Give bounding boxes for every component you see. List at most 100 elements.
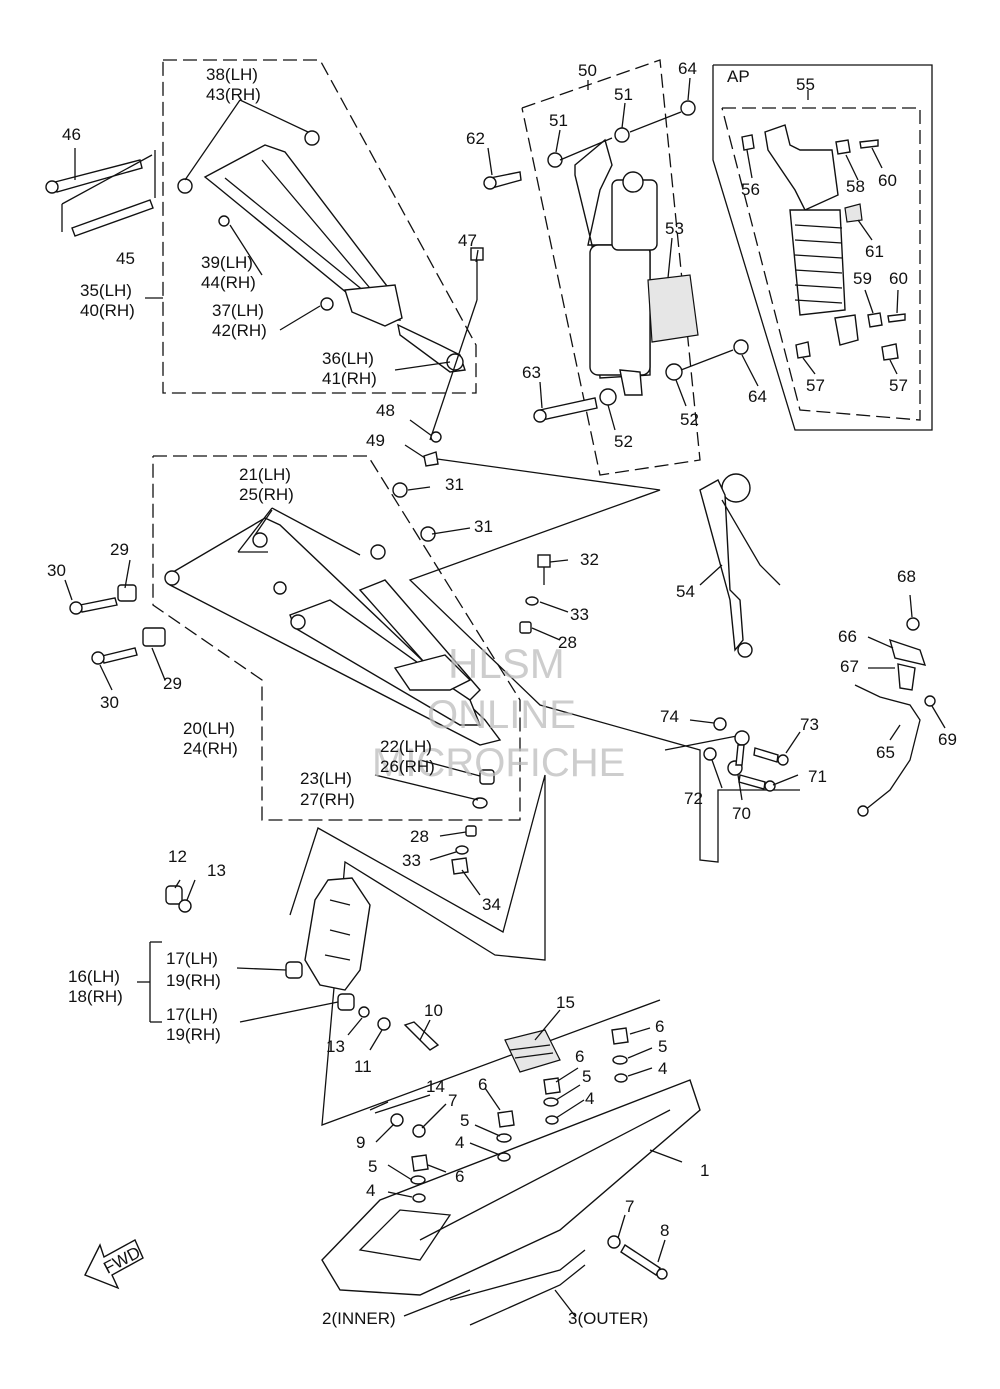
shock-absorber	[483, 100, 749, 423]
watermark-line-3: MICROFICHE	[372, 741, 625, 785]
callout-4: 4	[658, 1059, 667, 1078]
callout-5: 5	[368, 1157, 377, 1176]
callout-33: 33	[402, 851, 421, 870]
callout-51: 51	[549, 111, 568, 130]
callout-28: 28	[410, 827, 429, 846]
callout-11: 11	[354, 1057, 372, 1076]
tie-rod-bolt	[423, 247, 484, 467]
callout-43: 43(RH)	[206, 85, 261, 104]
callout-38: 38(LH)	[206, 65, 258, 84]
callout-32: 32	[580, 550, 599, 569]
callout-50: 50	[578, 61, 597, 80]
callout-15: 15	[556, 993, 575, 1012]
callout-61: 61	[865, 242, 884, 261]
callout-40: 40(RH)	[80, 301, 135, 320]
sensor-cable	[854, 617, 936, 817]
callout-14: 14	[426, 1077, 445, 1096]
callout-60: 60	[889, 269, 908, 288]
callout-59: 59	[853, 269, 872, 288]
callout-12: 12	[168, 847, 187, 866]
callout-30: 30	[47, 561, 66, 580]
callout-66: 66	[838, 627, 857, 646]
callout-20: 20(LH)	[183, 719, 235, 738]
link-leader	[664, 734, 743, 751]
callout-21: 21(LH)	[239, 465, 291, 484]
leader-lines	[64, 77, 946, 1317]
callout-6: 6	[575, 1047, 584, 1066]
callout-6: 6	[478, 1075, 487, 1094]
callout-74: 74	[660, 707, 679, 726]
spindle-group-frame	[289, 774, 661, 1126]
callout-3: 3(OUTER)	[568, 1309, 648, 1328]
callout-65: 65	[876, 743, 895, 762]
lower-arm-hardware	[451, 554, 551, 875]
callout-70: 70	[732, 804, 751, 823]
callout-53: 53	[665, 219, 684, 238]
callout-73: 73	[800, 715, 819, 734]
callout-4: 4	[366, 1181, 375, 1200]
callout-24: 24(RH)	[183, 739, 238, 758]
upper-arm-bolts	[45, 150, 156, 237]
callout-62: 62	[466, 129, 485, 148]
callout-33: 33	[570, 605, 589, 624]
upper-arm-group-boundary	[162, 59, 477, 394]
watermark-line-2: ONLINE	[427, 693, 576, 737]
upper-a-arm	[203, 144, 466, 373]
callout-2: 2(INNER)	[322, 1309, 396, 1328]
callout-5: 5	[658, 1037, 667, 1056]
callout-57: 57	[806, 376, 825, 395]
callout-31: 31	[445, 475, 464, 494]
shock-group-boundary	[521, 59, 701, 476]
callout-1: 1	[700, 1161, 709, 1180]
callout-58: 58	[846, 177, 865, 196]
fwd-arrow-icon: FWD	[84, 1239, 144, 1290]
callout-56: 56	[741, 180, 760, 199]
callout-labels: AP 1 2(INNER) 3(OUTER) 4 4 4 4 5 5 5 5 6…	[47, 59, 957, 1328]
callout-47: 47	[458, 231, 477, 250]
callout-36: 36(LH)	[322, 349, 374, 368]
callout-64: 64	[748, 387, 767, 406]
callout-27: 27(RH)	[300, 790, 355, 809]
steering-link-rod	[699, 473, 781, 658]
callout-17: 17(LH)	[166, 1005, 218, 1024]
callout-9: 9	[356, 1133, 365, 1152]
callout-4: 4	[585, 1089, 594, 1108]
callout-34: 34	[482, 895, 501, 914]
callout-5: 5	[460, 1111, 469, 1130]
callout-48: 48	[376, 401, 395, 420]
callout-68: 68	[897, 567, 916, 586]
lower-a-arm	[69, 482, 502, 746]
callout-71: 71	[808, 767, 827, 786]
ap-group-frame	[712, 64, 933, 431]
upper-arm-bushings	[177, 130, 334, 311]
callout-6: 6	[455, 1167, 464, 1186]
callout-25: 25(RH)	[239, 485, 294, 504]
callout-13: 13	[326, 1037, 345, 1056]
callout-60: 60	[878, 171, 897, 190]
ap-group-label: AP	[727, 67, 750, 86]
callout-29: 29	[163, 674, 182, 693]
callout-30: 30	[100, 693, 119, 712]
callout-52: 52	[680, 410, 699, 429]
callout-44: 44(RH)	[201, 273, 256, 292]
callout-57: 57	[889, 376, 908, 395]
callout-55: 55	[796, 75, 815, 94]
callout-6: 6	[655, 1017, 664, 1036]
ski	[321, 1029, 701, 1326]
callout-35: 35(LH)	[80, 281, 132, 300]
ap-shock-group-boundary	[721, 107, 921, 421]
callout-17: 17(LH)	[166, 949, 218, 968]
tie-rod-end-assembly	[703, 717, 789, 792]
callout-63: 63	[522, 363, 541, 382]
callout-23: 23(LH)	[300, 769, 352, 788]
callout-22: 22(LH)	[380, 737, 432, 756]
callout-54: 54	[676, 582, 695, 601]
callout-5: 5	[582, 1067, 591, 1086]
callout-19: 19(RH)	[166, 1025, 221, 1044]
callout-7: 7	[448, 1091, 457, 1110]
callout-67: 67	[840, 657, 859, 676]
callout-64: 64	[678, 59, 697, 78]
lower-arm-group-boundary	[152, 455, 521, 821]
